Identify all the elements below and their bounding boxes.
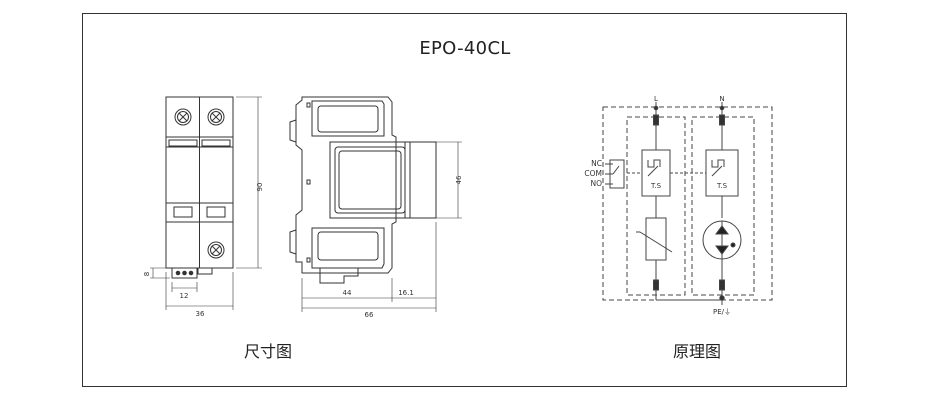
dimension-drawing-caption: 尺寸图 [244,342,293,361]
front-width-dimension-label: 36 [196,310,205,318]
side-view [289,96,462,312]
terminal-pitch-dimension-label: 12 [180,292,189,300]
schematic [602,102,773,305]
main-depth-dimension-label: 44 [343,289,352,297]
neutral-label: N [719,95,724,103]
height-dimension-label: 90 [256,183,264,192]
terminal-height-dimension-label: 8 [143,272,151,276]
top-left-screw-icon [174,108,192,126]
front-view [150,96,262,310]
window-height-dimension-label: 46 [455,175,463,184]
product-title: EPO-40CL [419,38,511,59]
bottom-screw-icon [207,241,225,259]
phase-label: L [654,95,658,103]
extra-depth-dimension-label: 16.1 [398,289,414,297]
pe-ground-label: PE/⏚ [713,308,731,316]
total-depth-dimension-label: 66 [365,311,374,319]
no-terminal-label: NO [590,179,602,188]
schematic-caption: 原理图 [673,342,722,361]
thermal-switch-left-label: T.S [650,182,662,190]
top-right-screw-icon [207,108,225,126]
thermal-switch-right-label: T.S [716,182,728,190]
diagram-frame [82,13,847,387]
com-terminal-label: COM [584,169,602,178]
nc-terminal-label: NC [591,159,602,168]
